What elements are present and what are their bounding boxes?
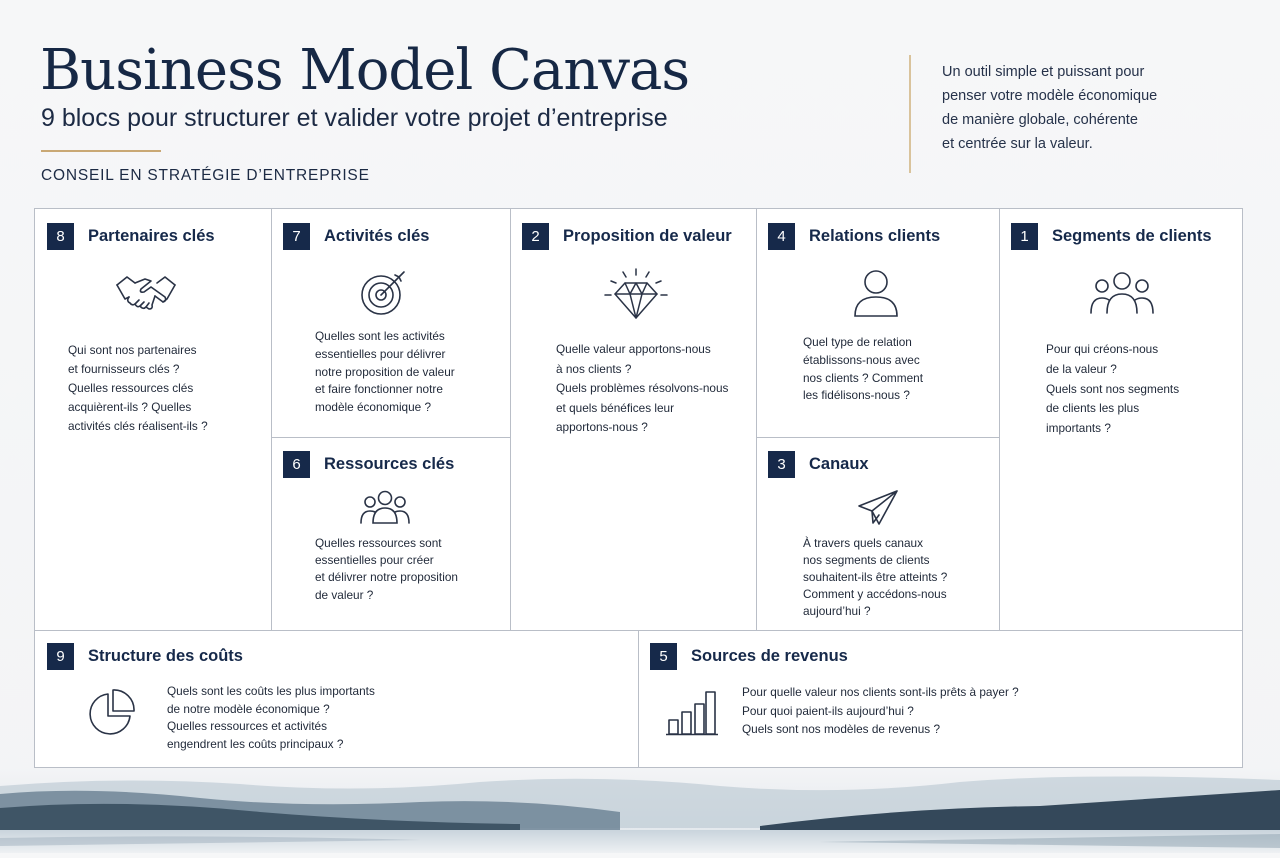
block-questions: Quels sont les coûts les plus importants… xyxy=(167,684,375,751)
separator xyxy=(510,209,511,630)
separator xyxy=(271,437,511,438)
block-number: 1 xyxy=(1011,223,1038,250)
block-header: 1 Segments de clients xyxy=(1011,223,1212,250)
block-questions: Quelle valeur apportons-nous à nos clien… xyxy=(556,342,729,434)
block-questions: Pour qui créons-nous de la valeur ? Quel… xyxy=(1046,342,1180,436)
block-header: 2 Proposition de valeur xyxy=(522,223,732,250)
block-number: 8 xyxy=(47,223,74,250)
block-header: 6 Ressources clés xyxy=(283,451,454,478)
block-activites-cles: 7 Activités clés Quelles sont les activi… xyxy=(271,209,510,437)
diamond-icon xyxy=(603,267,669,321)
block-number: 2 xyxy=(522,223,549,250)
block-title: Canaux xyxy=(809,455,869,473)
block-questions: Qui sont nos partenaires et fournisseurs… xyxy=(68,343,208,433)
business-model-canvas: 8 Partenaires clés Qui sont nos partenai… xyxy=(34,208,1243,768)
block-partenaires-cles: 8 Partenaires clés Qui sont nos partenai… xyxy=(35,209,271,630)
block-relations-clients: 4 Relations clients Quel type de relatio… xyxy=(756,209,999,437)
intro-text: Un outil simple et puissant pour penser … xyxy=(942,64,1158,152)
block-structure-couts: 9 Structure des coûts Quels sont les coû… xyxy=(35,630,638,767)
pie-chart-icon xyxy=(84,688,136,740)
block-questions: Pour quelle valeur nos clients sont-ils … xyxy=(742,685,1019,736)
block-header: 4 Relations clients xyxy=(768,223,940,250)
block-number: 3 xyxy=(768,451,795,478)
separator xyxy=(756,437,1000,438)
block-title: Activités clés xyxy=(324,227,430,245)
separator xyxy=(999,209,1000,630)
separator xyxy=(271,209,272,630)
block-title: Relations clients xyxy=(809,227,941,245)
separator xyxy=(756,209,757,630)
block-canaux: 3 Canaux À travers quels canaux nos segm… xyxy=(756,437,999,630)
block-title: Proposition de valeur xyxy=(563,227,732,245)
block-number: 9 xyxy=(47,643,74,670)
block-header: 5 Sources de revenus xyxy=(650,643,848,670)
group-icon xyxy=(1089,271,1155,315)
person-icon xyxy=(852,268,900,318)
handshake-icon xyxy=(115,271,177,315)
block-number: 5 xyxy=(650,643,677,670)
page-subtitle: 9 blocs pour structurer et valider votre… xyxy=(41,104,668,132)
block-questions: À travers quels canaux nos segments de c… xyxy=(803,536,948,618)
separator xyxy=(638,630,639,767)
block-sources-revenus: 5 Sources de revenus Pour quelle valeur … xyxy=(638,630,1242,767)
block-title: Segments de clients xyxy=(1052,227,1212,245)
block-title: Ressources clés xyxy=(324,455,455,473)
vertical-divider xyxy=(909,55,911,173)
block-questions: Quelles ressources sont essentielles pou… xyxy=(315,536,458,602)
accent-divider xyxy=(41,150,161,152)
misty-landscape-image xyxy=(0,768,1280,853)
target-icon xyxy=(359,269,407,317)
block-title: Structure des coûts xyxy=(88,647,243,665)
block-segments-clients: 1 Segments de clients Pour qui créons-no… xyxy=(999,209,1242,630)
block-header: 3 Canaux xyxy=(768,451,869,478)
people-icon xyxy=(359,489,411,525)
block-number: 7 xyxy=(283,223,310,250)
block-number: 6 xyxy=(283,451,310,478)
block-header: 9 Structure des coûts xyxy=(47,643,243,670)
kicker-label: CONSEIL EN STRATÉGIE D’ENTREPRISE xyxy=(41,167,370,184)
block-ressources-cles: 6 Ressources clés Quelles ressources son… xyxy=(271,437,510,630)
block-questions: Quelles sont les activités essentielles … xyxy=(315,329,455,415)
block-questions: Quel type de relation établissons-nous a… xyxy=(803,335,923,403)
block-header: 7 Activités clés xyxy=(283,223,429,250)
block-title: Sources de revenus xyxy=(691,647,848,665)
block-title: Partenaires clés xyxy=(88,227,215,245)
paper-plane-icon xyxy=(857,489,899,527)
block-header: 8 Partenaires clés xyxy=(47,223,215,250)
block-number: 4 xyxy=(768,223,795,250)
page-title: Business Model Canvas xyxy=(40,38,690,103)
block-proposition-valeur: 2 Proposition de valeur Quelle valeur ap… xyxy=(510,209,756,630)
bar-chart-icon xyxy=(666,688,718,736)
